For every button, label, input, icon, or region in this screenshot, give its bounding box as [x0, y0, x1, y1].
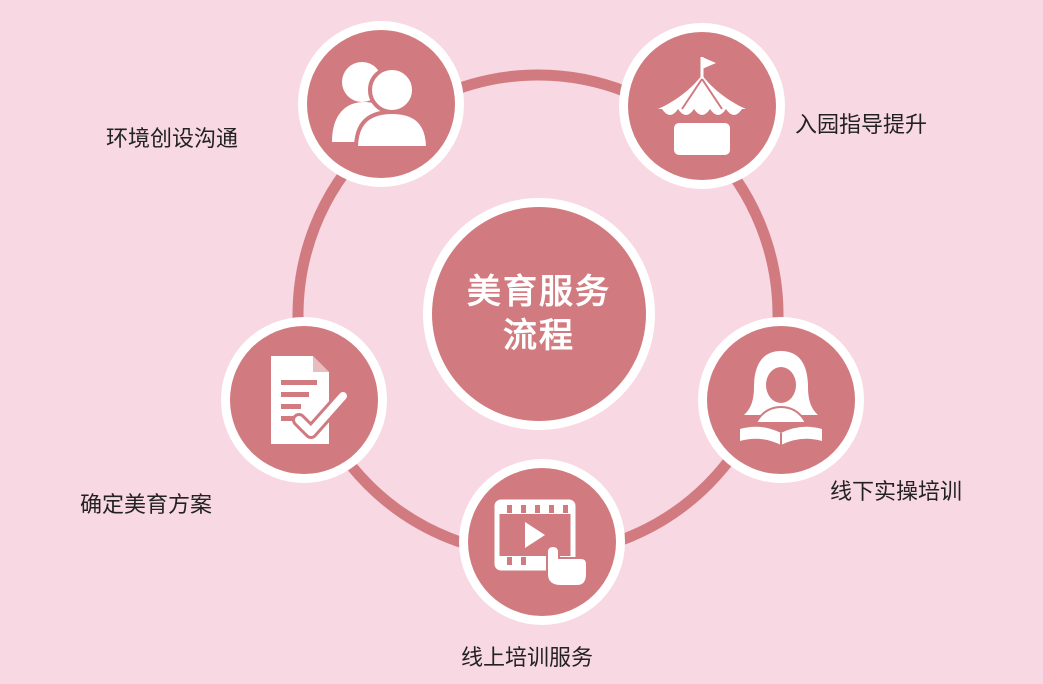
carousel-tent-icon — [658, 57, 746, 155]
step-plan-label: 确定美育方案 — [80, 493, 213, 518]
step-environment-label: 环境创设沟通 — [106, 127, 239, 152]
step-online-service-node — [468, 468, 616, 616]
step-guidance-label: 入园指导提升 — [795, 113, 928, 138]
step-plan-node — [230, 326, 378, 474]
step-online-service-label: 线上培训服务 — [461, 646, 594, 671]
document-check-icon — [271, 356, 350, 444]
step-offline-training-label: 线下实操培训 — [830, 480, 963, 505]
teacher-reading-icon — [740, 351, 822, 445]
step-guidance-node — [628, 32, 776, 180]
step-offline-training-node — [707, 326, 855, 474]
people-icon — [332, 62, 431, 150]
center-title-circle: 美育服务 流程 — [432, 207, 646, 421]
center-title-line2: 流程 — [503, 316, 575, 356]
video-play-click-icon — [494, 499, 588, 587]
step-environment-node — [307, 30, 455, 178]
center-title-line1: 美育服务 — [467, 272, 611, 312]
